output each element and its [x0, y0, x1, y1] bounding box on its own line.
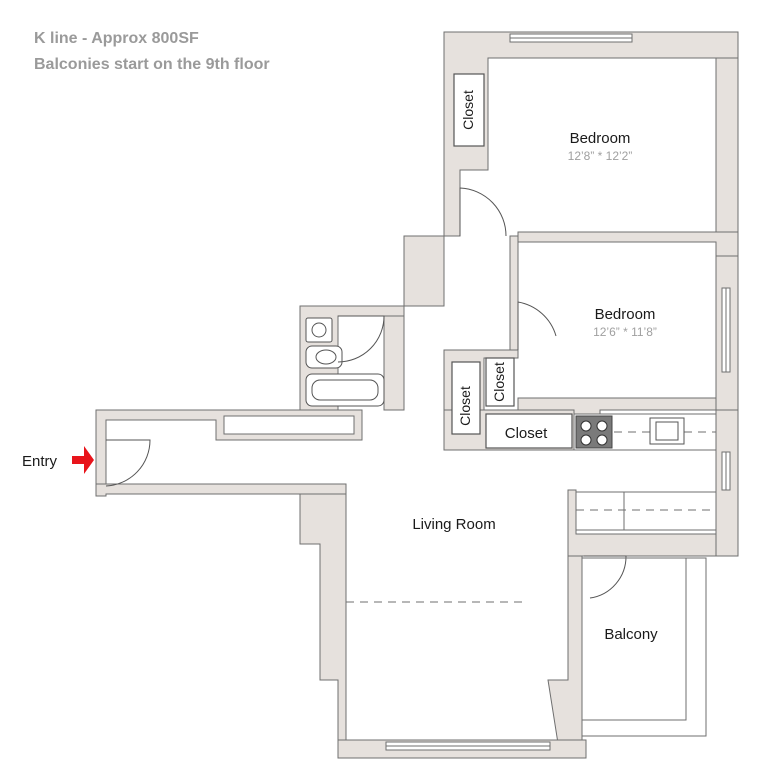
door-entry: [105, 439, 151, 487]
closet-mid-right-label: Closet: [491, 362, 507, 402]
door-bedroom2: [517, 301, 557, 350]
closet-mid-left: [451, 361, 481, 435]
wall-corridor: [95, 409, 363, 497]
kitchen: [567, 409, 739, 557]
plan-subtitle: Balconies start on the 9th floor: [34, 56, 270, 73]
door-balcony: [584, 555, 627, 599]
stove-icon: [575, 415, 613, 449]
room-name-living: Living Room: [412, 516, 495, 533]
closet-bottom: [485, 413, 573, 449]
closet-mid-left-label: Closet: [457, 386, 473, 426]
room-name-bedroom1: Bedroom: [570, 130, 631, 147]
closet-top: [453, 73, 485, 147]
room-name-bedroom2: Bedroom: [595, 306, 656, 323]
plan-title: K line - Approx 800SF: [34, 30, 199, 47]
bathroom: [305, 315, 385, 407]
entry-label: Entry: [22, 453, 58, 470]
closet-bottom-label: Closet: [505, 425, 548, 442]
closet-mid-right: [485, 357, 515, 407]
entry-arrow-icon: [72, 446, 94, 474]
balcony: [582, 557, 707, 737]
room-dims-bedroom1: 12’8” * 12’2”: [568, 149, 633, 163]
closet-block: [443, 357, 575, 451]
room-dims-bedroom2: 12’6” * 11’8”: [593, 325, 657, 339]
room-name-balcony: Balcony: [604, 626, 658, 643]
wall-living-room: [299, 493, 587, 759]
door-bedroom1: [459, 187, 507, 237]
closet-top-label: Closet: [460, 90, 476, 130]
wall-bedroom-divider: [517, 57, 739, 257]
